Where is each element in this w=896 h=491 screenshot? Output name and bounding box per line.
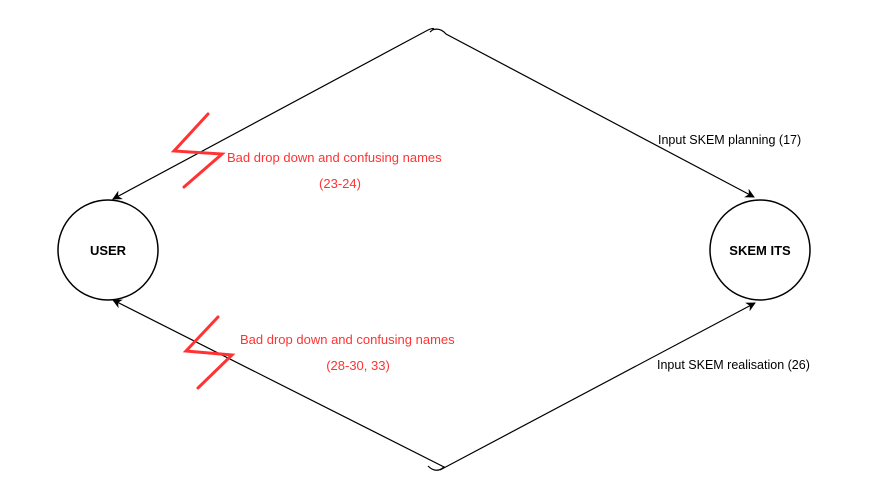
issue-top-line2: (23-24) bbox=[319, 176, 361, 191]
node-skem-label: SKEM ITS bbox=[729, 243, 791, 258]
issue-top: Bad drop down and confusing names (23-24… bbox=[170, 112, 442, 191]
issue-bottom: Bad drop down and confusing names (28-30… bbox=[182, 315, 455, 390]
node-skem-its: SKEM ITS bbox=[709, 199, 811, 301]
edge-bottom-to-user bbox=[112, 299, 446, 471]
issue-bottom-line2: (28-30, 33) bbox=[326, 358, 390, 373]
lightning-bolt-icon bbox=[182, 315, 236, 390]
issue-top-line1: Bad drop down and confusing names bbox=[227, 150, 442, 165]
edge-planning-label: Input SKEM planning (17) bbox=[658, 133, 801, 147]
edge-top-to-user bbox=[112, 27, 435, 200]
node-user: USER bbox=[57, 199, 159, 301]
edge-realisation-label: Input SKEM realisation (26) bbox=[657, 358, 810, 372]
edge-top-to-skem bbox=[431, 28, 755, 198]
node-user-label: USER bbox=[90, 243, 127, 258]
edge-bottom-to-skem bbox=[439, 302, 756, 471]
issue-bottom-line1: Bad drop down and confusing names bbox=[240, 332, 455, 347]
lightning-bolt-icon bbox=[170, 112, 226, 189]
